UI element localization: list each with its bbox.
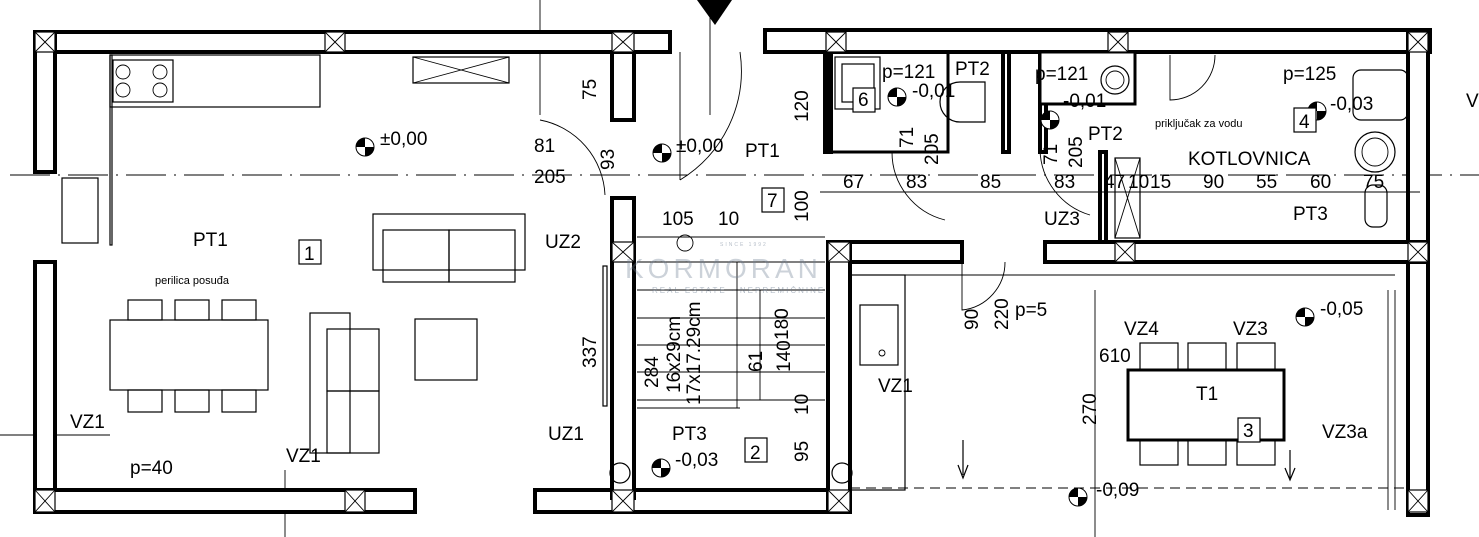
- room-code: PT3: [1293, 204, 1328, 225]
- dimension: 61: [746, 351, 767, 372]
- door-swings: [539, 51, 1216, 311]
- opening-label: VZ1: [878, 376, 913, 397]
- entrance-arrow-icon: [697, 0, 732, 25]
- opening-label: VZ4: [1124, 319, 1159, 340]
- stair-step-a: 16x29cm: [664, 316, 685, 393]
- level-label: -0,01: [1063, 91, 1106, 112]
- furniture: [61, 54, 1409, 510]
- level-label: ±0,00: [676, 136, 723, 157]
- dimension: 85: [980, 172, 1001, 193]
- room-code: PT1: [193, 230, 228, 251]
- dimension: 90: [962, 309, 983, 330]
- dimension: 95: [792, 441, 813, 462]
- dimension: 81: [534, 136, 555, 157]
- opening-label: UZ3: [1044, 209, 1080, 230]
- room-number: 1: [304, 244, 315, 265]
- room-code: PT2: [955, 59, 990, 80]
- room-number: 3: [1243, 421, 1254, 442]
- dimension: 71: [897, 127, 918, 148]
- watermark-since: SINCE 1992: [720, 242, 768, 248]
- perimeter-label: p=125: [1283, 64, 1336, 85]
- columns: [34, 31, 1429, 513]
- dimension: 337: [580, 336, 601, 368]
- opening-label: VZ1: [286, 446, 321, 467]
- dimension: 83: [1054, 172, 1075, 193]
- dimension: 60: [1310, 172, 1331, 193]
- dimension: 205: [1066, 136, 1087, 168]
- dimension: 93: [598, 149, 619, 170]
- level-label: -0,01: [912, 81, 955, 102]
- dimension: 10: [792, 394, 813, 415]
- dimension: 180: [772, 308, 793, 340]
- room-code: PT2: [1088, 124, 1123, 145]
- dimension: 270: [1080, 393, 1101, 425]
- stair-step-b: 17x17.29cm: [684, 301, 705, 405]
- room-number: 2: [750, 443, 761, 464]
- perimeter-label: p=40: [130, 458, 173, 479]
- dishwasher-note: perilica posuđa: [155, 275, 230, 287]
- dimension: 90: [1203, 172, 1224, 193]
- water-connection-note: priključak za vodu: [1155, 118, 1242, 130]
- opening-label: VZ3a: [1322, 422, 1368, 443]
- labels: ±0,00 ±0,00 PT1 1 perilica posuđa VZ1 p=…: [70, 59, 1479, 501]
- opening-label: VZ3: [1233, 319, 1268, 340]
- dimension: 205: [534, 167, 566, 188]
- room-number: 6: [858, 90, 869, 111]
- arrow-icon: [1284, 450, 1296, 482]
- dimension: 15: [1150, 172, 1171, 193]
- arrow-icon: [957, 440, 969, 480]
- dimension: 140: [774, 340, 795, 372]
- dimension: 10: [1128, 172, 1149, 193]
- opening-label: UZ2: [545, 232, 581, 253]
- dimension: 67: [843, 172, 864, 193]
- room-code: PT1: [745, 141, 780, 162]
- room-name: KOTLOVNICA: [1188, 149, 1311, 170]
- dimension: 75: [1363, 172, 1384, 193]
- level-markers: [355, 87, 1327, 507]
- table-label: T1: [1196, 384, 1218, 405]
- level-label: ±0,00: [380, 129, 427, 150]
- level-label: -0,03: [675, 450, 718, 471]
- opening-label: V: [1466, 91, 1479, 112]
- dimension: 75: [580, 79, 601, 100]
- room-code: PT3: [672, 424, 707, 445]
- dimension: 55: [1256, 172, 1277, 193]
- room-number: 4: [1299, 112, 1310, 133]
- perimeter-label: p=121: [882, 62, 935, 83]
- dimension: 83: [906, 172, 927, 193]
- dimension: 105: [662, 209, 694, 230]
- level-label: -0,03: [1330, 94, 1373, 115]
- watermark-brand: KORMORAN: [625, 253, 822, 284]
- dimension: 10: [718, 209, 739, 230]
- level-label: -0,05: [1320, 299, 1363, 320]
- dimension: 220: [992, 298, 1013, 330]
- opening-label: VZ1: [70, 412, 105, 433]
- room-number: 7: [767, 191, 778, 212]
- perimeter-label: p=5: [1015, 300, 1047, 321]
- dimension: 120: [792, 90, 813, 122]
- dimension: 47: [1104, 172, 1125, 193]
- perimeter-label: p=121: [1035, 64, 1088, 85]
- stair-length: 284: [642, 356, 663, 388]
- dimension: 205: [922, 133, 943, 165]
- dimension: 610: [1099, 346, 1131, 367]
- dimension: 100: [792, 190, 813, 222]
- dimension: 71: [1041, 144, 1062, 165]
- watermark-tagline: REAL ESTATE · NEPREMIČNINE: [652, 286, 825, 295]
- level-label: -0,09: [1096, 480, 1139, 501]
- opening-label: UZ1: [548, 424, 584, 445]
